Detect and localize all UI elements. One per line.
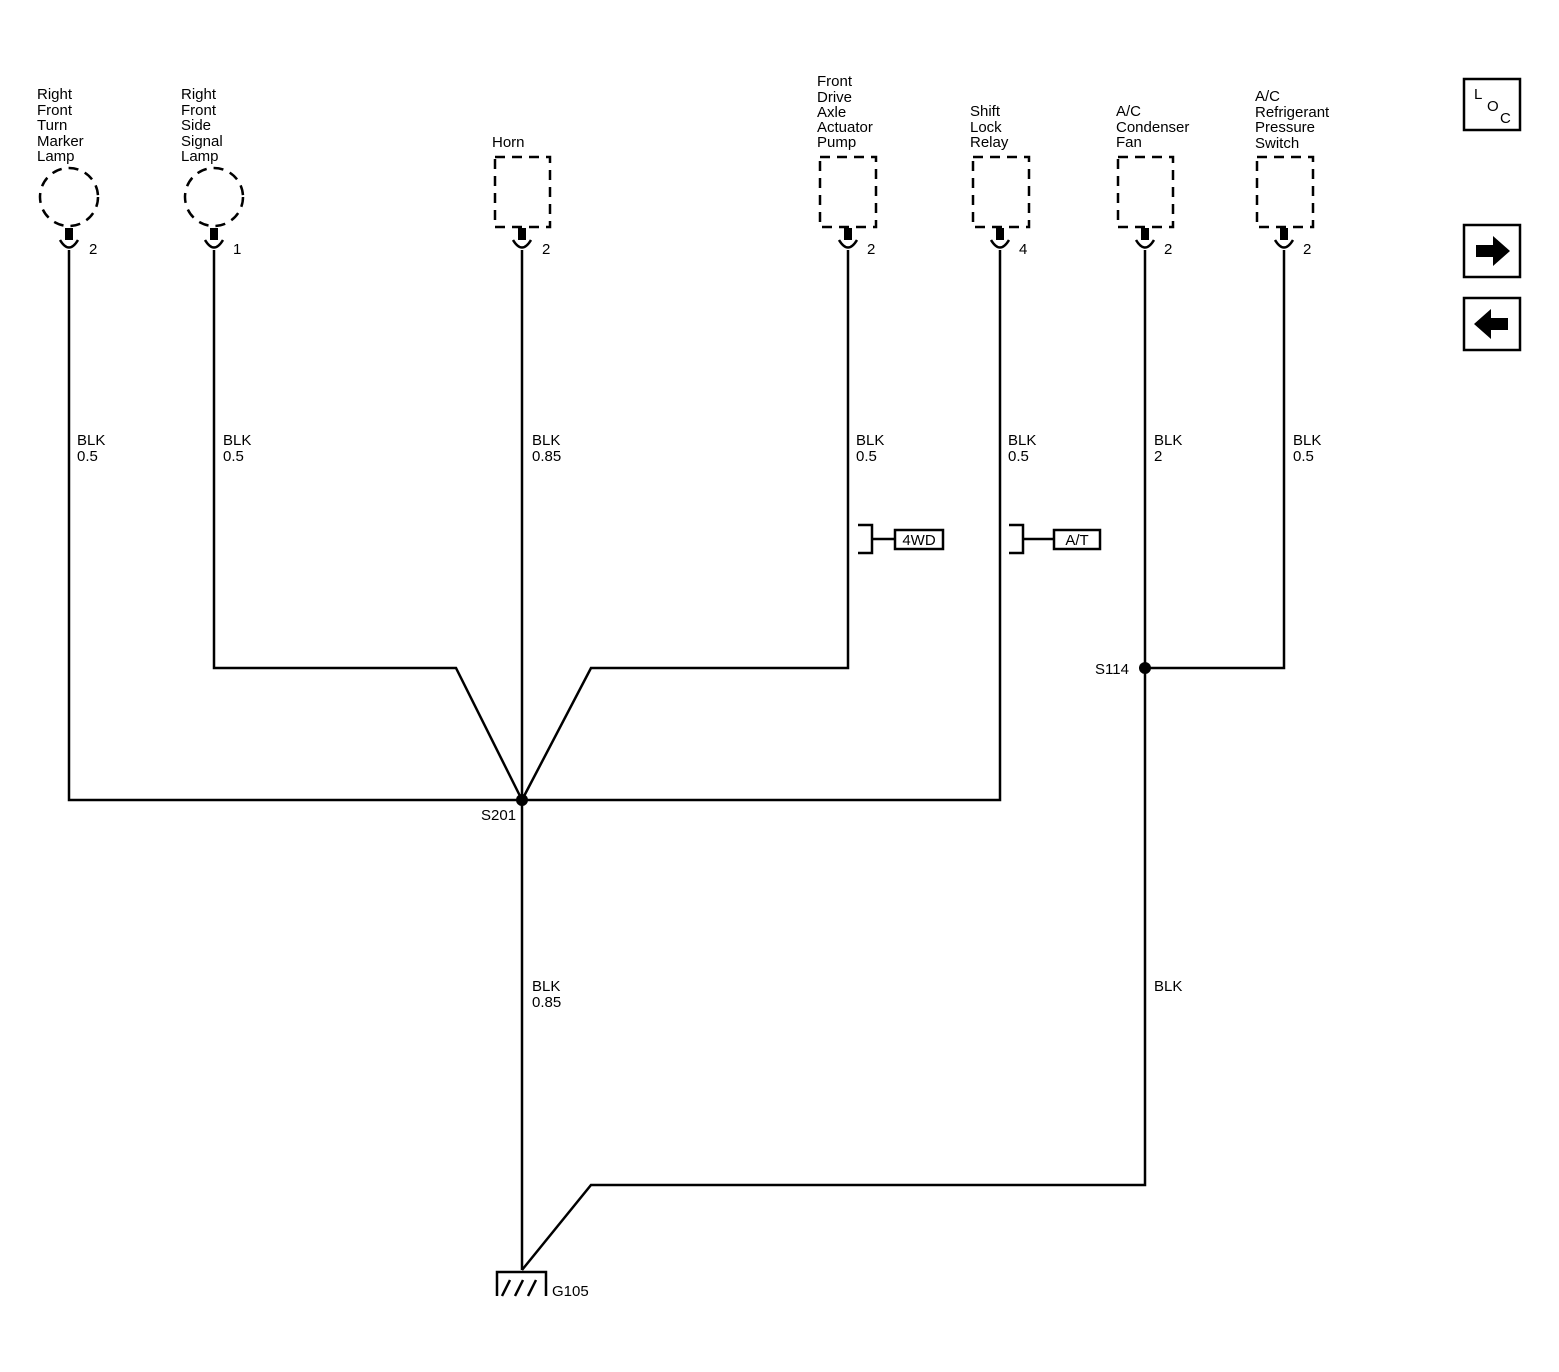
- arrow-right-icon: [1476, 236, 1510, 266]
- connector-rf-side-signal: [203, 228, 225, 249]
- next-page-button[interactable]: [1462, 223, 1522, 279]
- loc-button-letter-l: L: [1474, 86, 1482, 103]
- wire-label-rf-turn-marker: BLK 0.5: [77, 432, 110, 465]
- wire-rf-side-signal: [212, 250, 524, 801]
- wire-rf-turn-marker: [67, 250, 522, 802]
- pin-number-horn: 2: [542, 241, 550, 258]
- option-label-at: A/T: [1065, 532, 1088, 549]
- wire-ac-refrigerant-switch: [1145, 250, 1286, 670]
- label-horn: Horn: [492, 134, 525, 151]
- wire-label-horn: BLK 0.85: [532, 432, 565, 465]
- loc-button[interactable]: L O C: [1462, 77, 1522, 132]
- box-symbol-front-drive-axle: [818, 155, 878, 229]
- label-shift-lock-relay: Shift Lock Relay: [970, 103, 1009, 151]
- pin-number-ac-refrigerant-switch: 2: [1303, 241, 1311, 258]
- wire-label-s114-to-g105: BLK: [1154, 978, 1182, 995]
- lamp-symbol-rf-side-signal: [183, 166, 245, 228]
- loc-button-letter-c: C: [1500, 110, 1511, 127]
- lamp-symbol-rf-turn-marker: [38, 166, 100, 228]
- label-ac-condenser-fan: A/C Condenser Fan: [1116, 103, 1194, 151]
- splice-s114-dot: [1139, 662, 1151, 674]
- pin-number-front-drive-axle: 2: [867, 241, 875, 258]
- box-symbol-horn: [493, 155, 552, 229]
- wire-shift-lock-relay: [522, 250, 1002, 802]
- label-rf-turn-marker: Right Front Turn Marker Lamp: [37, 86, 88, 165]
- label-rf-side-signal: Right Front Side Signal Lamp: [181, 86, 227, 165]
- pin-number-shift-lock-relay: 4: [1019, 241, 1027, 258]
- option-label-4wd: 4WD: [902, 532, 936, 549]
- splice-s114-label: S114: [1095, 661, 1129, 678]
- connector-front-drive-axle: [837, 228, 859, 249]
- splice-s201-label: S201: [481, 807, 516, 824]
- wire-label-ac-condenser-fan: BLK 2: [1154, 432, 1187, 465]
- option-bracket-at: A/T: [1009, 523, 1102, 555]
- wire-label-ac-refrigerant-switch: BLK 0.5: [1293, 432, 1326, 465]
- previous-page-button[interactable]: [1462, 296, 1522, 352]
- wire-label-rf-side-signal: BLK 0.5: [223, 432, 256, 465]
- option-bracket-4wd: 4WD: [858, 523, 945, 555]
- wire-label-front-drive-axle: BLK 0.5: [856, 432, 889, 465]
- connector-ac-refrigerant-switch: [1273, 228, 1295, 249]
- connector-shift-lock-relay: [989, 228, 1011, 249]
- pin-number-ac-condenser-fan: 2: [1164, 241, 1172, 258]
- pin-number-rf-side-signal: 1: [233, 241, 241, 258]
- ground-g105-label: G105: [552, 1283, 589, 1300]
- connector-rf-turn-marker: [58, 228, 80, 249]
- pin-number-rf-turn-marker: 2: [89, 241, 97, 258]
- arrow-left-icon: [1474, 309, 1508, 339]
- connector-horn: [511, 228, 533, 249]
- box-symbol-shift-lock-relay: [971, 155, 1031, 229]
- loc-button-letter-o: O: [1487, 98, 1499, 115]
- wire-label-shift-lock-relay: BLK 0.5: [1008, 432, 1041, 465]
- connector-ac-condenser-fan: [1134, 228, 1156, 249]
- wire-s114-to-g105: [521, 668, 1147, 1271]
- wire-front-drive-axle: [520, 250, 850, 801]
- box-symbol-ac-refrigerant-switch: [1255, 155, 1315, 229]
- ground-g105-symbol: [495, 1270, 548, 1297]
- label-front-drive-axle: Front Drive Axle Actuator Pump: [817, 73, 877, 151]
- splice-s201-dot: [516, 794, 528, 806]
- box-symbol-ac-condenser-fan: [1116, 155, 1175, 229]
- label-ac-refrigerant-switch: A/C Refrigerant Pressure Switch: [1255, 88, 1333, 152]
- wire-label-s201-to-g105: BLK 0.85: [532, 978, 565, 1011]
